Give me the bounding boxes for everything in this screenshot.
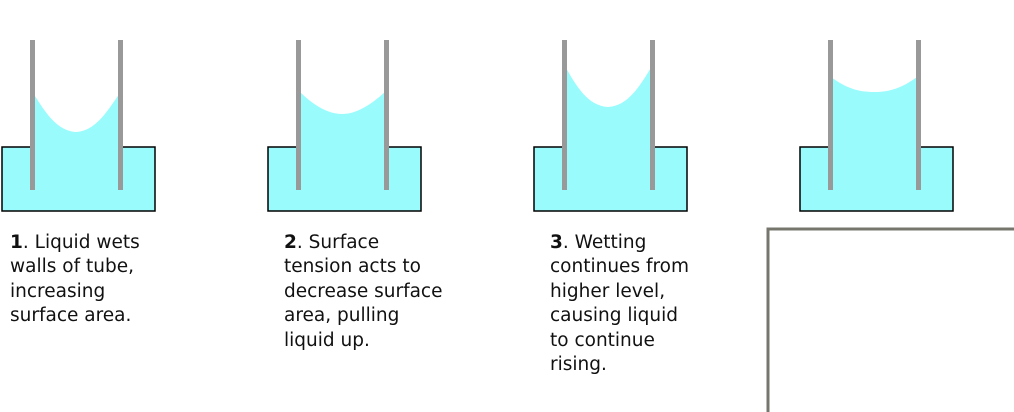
caption-step-3: 3. Wetting continues from higher level, … [550, 231, 689, 377]
stage-3 [533, 40, 688, 212]
stage-1 [1, 40, 156, 212]
step-number: 2 [284, 232, 297, 253]
tube-wall-left [296, 40, 301, 190]
caption-step-2: 2. Surface tension acts to decrease surf… [284, 231, 443, 353]
step-number: 1 [10, 232, 23, 253]
reservoir [1, 146, 156, 212]
reservoir [533, 146, 688, 212]
tube-wall-right [384, 40, 389, 190]
liquid-column [565, 66, 652, 148]
tube-wall-left [828, 40, 833, 190]
panel-border [766, 227, 1014, 412]
step-text: . Surface tension acts to decrease surfa… [284, 232, 443, 351]
tube-wall-right [650, 40, 655, 190]
liquid-column [299, 91, 386, 148]
reservoir [267, 146, 422, 212]
tube-wall-right [916, 40, 921, 190]
liquid-column [33, 93, 120, 148]
step-number: 3 [550, 232, 563, 253]
tube-wall-left [562, 40, 567, 190]
step-text: . Wetting continues from higher level, c… [550, 232, 690, 376]
step-text: . Liquid wets walls of tube, increasing … [10, 232, 140, 327]
tube-wall-left [30, 40, 35, 190]
tube-wall-right [118, 40, 123, 190]
stage-4 [799, 40, 954, 212]
reservoir [799, 146, 954, 212]
caption-step-1: 1. Liquid wets walls of tube, increasing… [10, 231, 140, 329]
stage-2 [267, 40, 422, 212]
liquid-column [831, 77, 917, 148]
